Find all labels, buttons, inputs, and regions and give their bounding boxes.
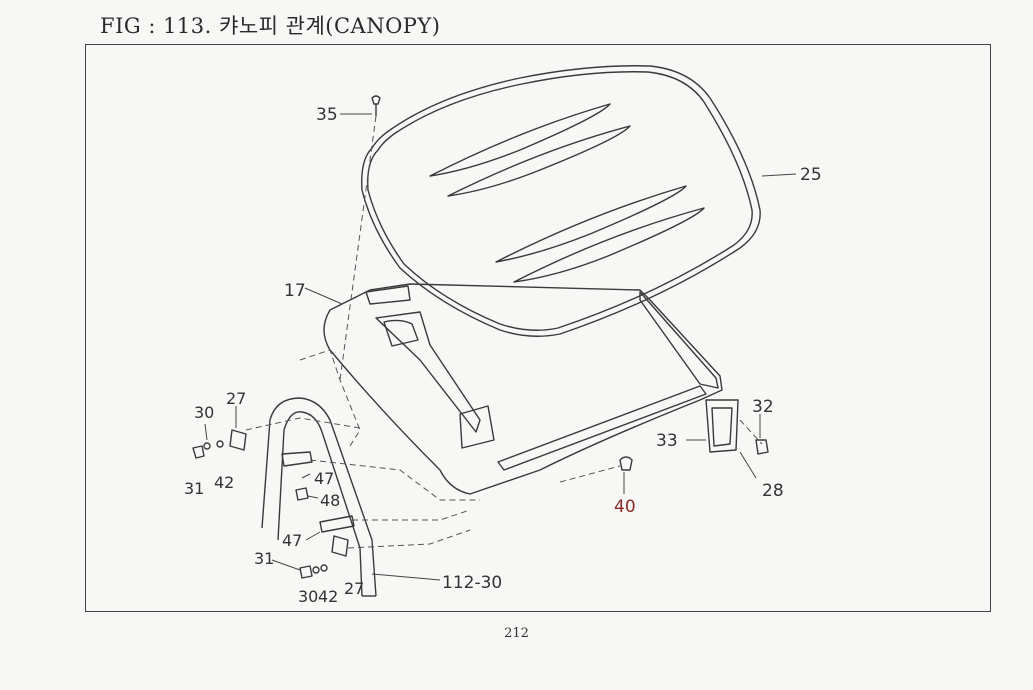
callout-35: 35: [316, 105, 338, 125]
bolt-32: [755, 439, 769, 455]
callout-27-upper: 27: [226, 389, 246, 408]
callout-30-lower: 30: [298, 587, 318, 606]
hardware-parts: [192, 95, 769, 579]
callout-31-lower: 31: [254, 549, 274, 568]
plate-47a: [281, 451, 313, 467]
bracket-33: [705, 399, 739, 453]
bolt-35: [371, 95, 381, 105]
callout-31-upper: 31: [184, 479, 204, 498]
callout-30-upper: 30: [194, 403, 214, 422]
canopy-frame-panel: [323, 283, 723, 495]
callout-27-lower: 27: [344, 579, 364, 598]
nut-48: [295, 487, 309, 501]
callout-42-upper: 42: [214, 473, 234, 492]
plate-27: [229, 429, 247, 451]
callout-33: 33: [656, 431, 678, 451]
callout-48: 48: [320, 491, 340, 510]
canopy-roof-panel: [361, 65, 761, 337]
callout-42-lower: 42: [318, 587, 338, 606]
callout-25: 25: [800, 165, 822, 185]
bolt-40: [619, 456, 633, 471]
callout-47-upper: 47: [314, 469, 334, 488]
callout-47-lower: 47: [282, 531, 302, 550]
callout-17: 17: [284, 281, 306, 301]
page-number: 212: [504, 626, 529, 641]
rollbar-tube: [261, 397, 377, 597]
callout-28: 28: [762, 481, 784, 501]
callout-40: 40: [614, 497, 636, 517]
plate-47b: [319, 515, 355, 533]
figure-title: FIG : 113. 캬노피 관계(CANOPY): [100, 14, 441, 38]
callout-32: 32: [752, 397, 774, 417]
plate-27b: [331, 535, 349, 557]
diagram-frame: [85, 44, 991, 612]
callout-112-30: 112-30: [442, 573, 502, 593]
